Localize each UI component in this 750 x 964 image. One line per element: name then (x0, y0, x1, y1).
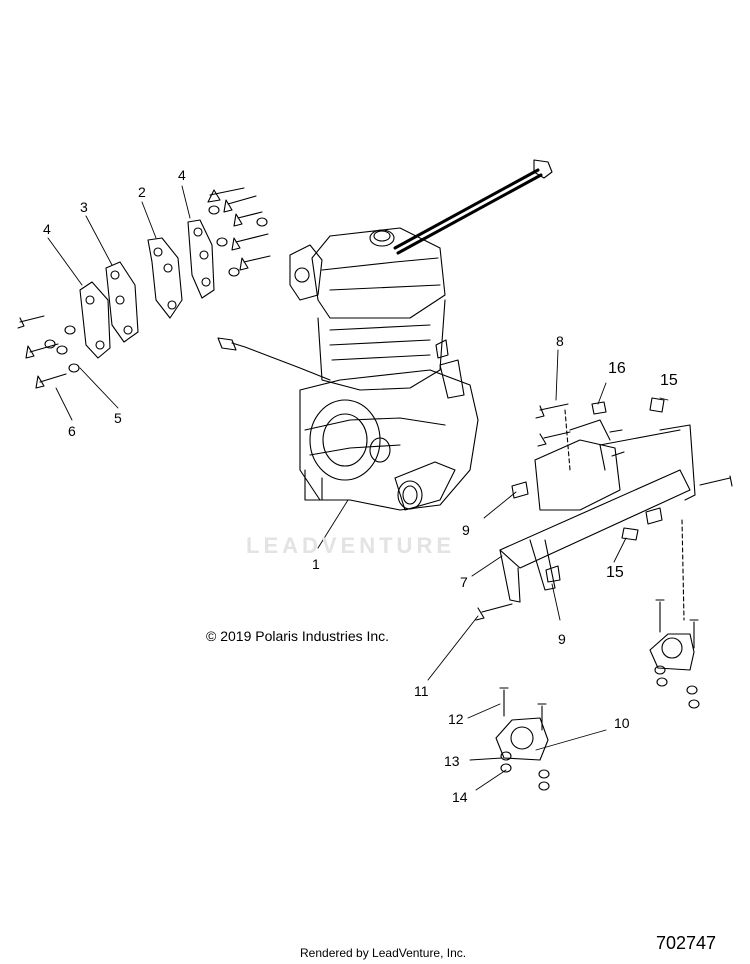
left-fasteners (17, 187, 271, 389)
callout-9-lower: 9 (558, 631, 566, 647)
callout-14: 14 (452, 789, 468, 805)
callout-13: 13 (444, 753, 460, 769)
mounting-plate-4-left (79, 281, 111, 359)
callout-4-right: 4 (178, 167, 186, 183)
diagram-number: 702747 (656, 933, 717, 953)
crossmember-bracket (475, 397, 733, 621)
callout-8: 8 (556, 333, 564, 349)
callout-11: 11 (414, 683, 429, 699)
mounting-plate-2 (147, 237, 183, 319)
callout-2: 2 (138, 184, 146, 200)
callout-9-upper: 9 (462, 522, 470, 538)
engine-assembly (217, 159, 553, 511)
callout-7: 7 (460, 574, 468, 590)
callout-15-upper: 15 (660, 372, 678, 389)
callout-5: 5 (114, 410, 122, 426)
callout-15-lower: 15 (606, 564, 624, 581)
callout-1: 1 (312, 556, 320, 572)
callout-3: 3 (80, 199, 88, 215)
leader-lines (47, 185, 669, 791)
callout-10: 10 (614, 715, 630, 731)
callout-6: 6 (68, 423, 76, 439)
engine-mount-right (649, 599, 700, 709)
rendered-by-text: Rendered by LeadVenture, Inc. (300, 946, 467, 960)
engine-mount-lower (495, 687, 550, 791)
copyright-text: © 2019 Polaris Industries Inc. (206, 628, 390, 644)
watermark: LEADVENTURE (246, 533, 456, 558)
mounting-plate-4-right (187, 219, 215, 299)
callout-4-left: 4 (43, 221, 51, 237)
mounting-plate-3 (105, 261, 139, 343)
callout-16: 16 (608, 360, 626, 377)
callout-12: 12 (448, 711, 464, 727)
